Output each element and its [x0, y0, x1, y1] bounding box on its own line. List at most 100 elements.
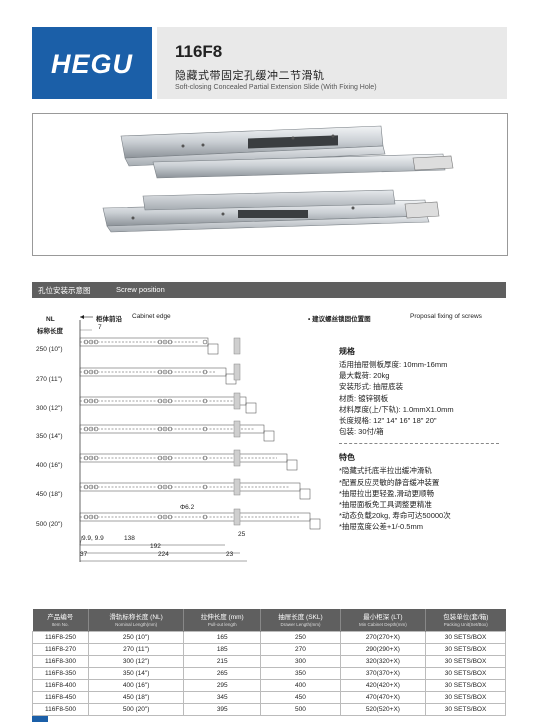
product-photo — [32, 113, 508, 256]
cabinet-edge-en: Cabinet edge — [132, 313, 171, 320]
table-cell: 290(290+X) — [339, 643, 427, 656]
footer-mark — [32, 716, 48, 722]
screw-hole — [93, 514, 99, 520]
table-cell: 250 (10") — [87, 631, 185, 644]
screw-hole — [162, 426, 168, 432]
fixing-block — [233, 420, 241, 438]
table-cell: 300 (12") — [87, 655, 185, 668]
table-cell: 400 (16") — [87, 679, 185, 692]
table-cell: 350 — [260, 667, 341, 680]
table-cell: 116F8-500 — [32, 703, 89, 716]
row-label-450: 450 (18") — [36, 491, 63, 498]
screw-hole — [162, 455, 168, 461]
table-cell: 470(470+X) — [339, 691, 427, 704]
screw-hole — [83, 339, 89, 345]
fixing-block — [233, 363, 241, 381]
table-cell: 30 SETS/BOX — [425, 691, 506, 704]
screw-hole — [157, 369, 163, 375]
rail-end-bracket — [299, 488, 311, 500]
spec-block: 规格 适用抽屉侧板厚度: 10mm-16mm 最大载荷: 20kg 安装形式: … — [339, 346, 509, 533]
col-header: 拉伸长度 (mm)Pull-out length — [183, 609, 262, 632]
section-title-en: Screw position — [116, 285, 165, 294]
screw-hole — [167, 514, 173, 520]
dim-7: 7 — [98, 324, 102, 331]
screw-hole — [83, 398, 89, 404]
dim-phi: Φ6.2 — [180, 504, 195, 511]
dimension-line — [79, 535, 83, 546]
screw-hole — [157, 339, 163, 345]
screw-hole — [88, 455, 94, 461]
screw-hole — [93, 369, 99, 375]
table-cell: 116F8-250 — [32, 631, 89, 644]
row-label-300: 300 (12") — [36, 405, 63, 412]
screw-hole — [88, 339, 94, 345]
dim-9-9: 9.9, 9.9 — [82, 535, 104, 542]
screw-hole — [157, 484, 163, 490]
table-cell: 116F8-300 — [32, 655, 89, 668]
proposal-fixing-en: Proposal fixing of screws — [410, 313, 482, 320]
table-cell: 30 SETS/BOX — [425, 667, 506, 680]
table-cell: 350 (14") — [87, 667, 185, 680]
screw-hole — [88, 514, 94, 520]
screw-hole — [202, 369, 208, 375]
row-label-350: 350 (14") — [36, 433, 63, 440]
screw-hole — [162, 398, 168, 404]
spec-line: 最大载荷: 20kg — [339, 371, 390, 381]
feature-line: *抽屉面板免工具调整更精准 — [339, 500, 432, 510]
screw-hole — [167, 484, 173, 490]
screw-hole — [83, 484, 89, 490]
rail-end-bracket — [263, 430, 275, 442]
screw-hole — [93, 455, 99, 461]
screw-hole — [162, 514, 168, 520]
row-label-500: 500 (20") — [36, 521, 63, 528]
row-label-270: 270 (11") — [36, 376, 63, 383]
table-cell: 30 SETS/BOX — [425, 631, 506, 644]
spec-title: 规格 — [339, 347, 355, 356]
proposal-fixing-cn: • 建议螺丝锁固位置图 — [308, 316, 371, 323]
spec-line: 适用抽屉侧板厚度: 10mm-16mm — [339, 360, 448, 369]
screw-hole — [202, 484, 208, 490]
screw-hole — [88, 426, 94, 432]
feature-line: *配置反应灵敏的静音缓冲装置 — [339, 477, 440, 487]
table-cell: 270 — [260, 643, 341, 656]
table-cell: 116F8-450 — [32, 691, 89, 704]
spec-line: 长度规格: 12" 14" 16" 18" 20" — [339, 416, 437, 426]
row-label-250: 250 (10") — [36, 346, 63, 353]
fixing-block — [233, 508, 241, 526]
screw-hole — [93, 398, 99, 404]
table-cell: 116F8-350 — [32, 667, 89, 680]
product-title-cn: 隐藏式带固定孔缓冲二节滑轨 — [175, 70, 325, 82]
table-cell: 116F8-400 — [32, 679, 89, 692]
screw-hole — [162, 484, 168, 490]
screw-hole — [88, 398, 94, 404]
screw-hole — [83, 369, 89, 375]
rail-end-bracket — [245, 402, 257, 414]
screw-hole — [157, 455, 163, 461]
screw-hole — [167, 339, 173, 345]
table-cell: 30 SETS/BOX — [425, 703, 506, 716]
rail-body — [79, 512, 311, 522]
rail-end-bracket — [207, 343, 219, 355]
section-title-cn: 孔位安装示意图 — [38, 286, 91, 295]
row-label-400: 400 (16") — [36, 462, 63, 469]
table-cell: 270(270+X) — [339, 631, 427, 644]
feature-line: *隐藏式托底半拉出缓冲滑轨 — [339, 466, 432, 476]
table-cell: 30 SETS/BOX — [425, 655, 506, 668]
rail-end-bracket — [286, 459, 298, 471]
screw-hole — [157, 514, 163, 520]
fixing-block — [233, 478, 241, 496]
logo-box: HEGU — [32, 27, 152, 99]
screw-hole — [167, 455, 173, 461]
table-cell: 320(320+X) — [339, 655, 427, 668]
title-band — [157, 27, 507, 99]
dim-25: 25 — [238, 531, 246, 538]
table-cell: 395 — [183, 703, 262, 716]
screw-hole — [167, 426, 173, 432]
col-header: 滑轨标称长度 (NL)Nominal Length(mm) — [88, 609, 185, 632]
table-cell: 165 — [183, 631, 262, 644]
fixing-block — [233, 392, 241, 410]
